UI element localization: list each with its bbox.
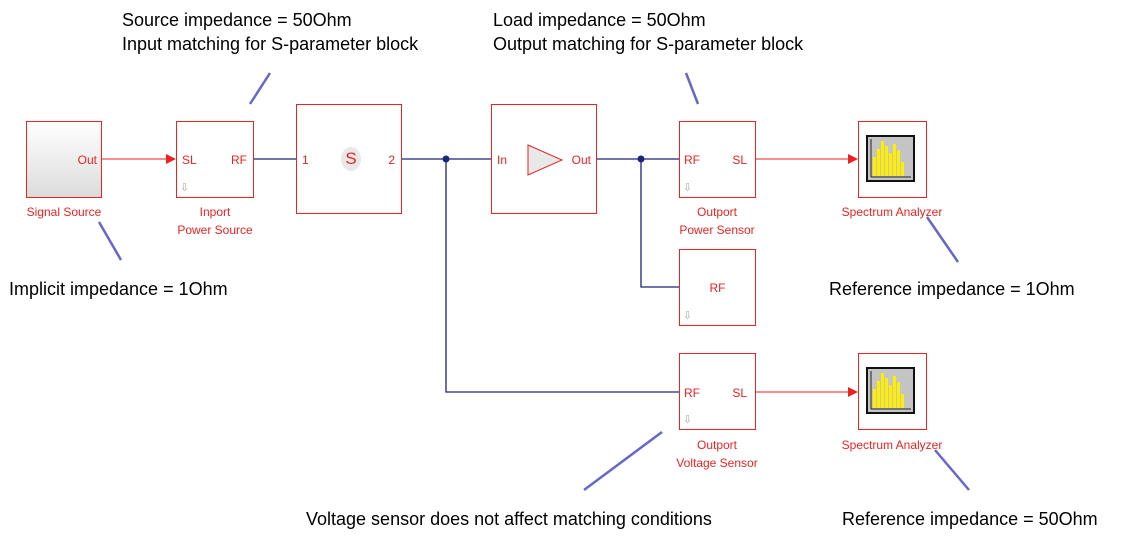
s-parameter-icon: S	[341, 147, 361, 171]
inport-label-line2: Power Source	[177, 223, 253, 237]
amplifier-block[interactable]: In Out	[491, 104, 597, 214]
inport-label-line1: Inport	[199, 205, 231, 219]
wire-branch-to-terminator[interactable]	[640, 159, 679, 288]
port-rf: RF	[231, 153, 247, 167]
outport-power-sensor-label: Outport Power Sensor	[657, 203, 777, 239]
amplifier-triangle-icon	[527, 144, 564, 176]
reference-impedance-note-2: Reference impedance = 50Ohm	[842, 509, 1098, 529]
source-impedance-note: Source impedance = 50Ohm Input matching …	[122, 8, 418, 56]
spectrum-bars-icon	[870, 371, 911, 410]
spectrum-analyzer-block-1[interactable]	[858, 121, 927, 198]
spectrum-analyzer-label-1: Spectrum Analyzer	[841, 205, 943, 219]
port-sl: SL	[732, 386, 747, 400]
wire-branch-to-voltage-sensor[interactable]	[445, 159, 679, 393]
load-impedance-note: Load impedance = 50Ohm Output matching f…	[493, 8, 803, 56]
arrow-voltage-sensor-to-spectrum2	[848, 387, 858, 397]
s-parameter-block[interactable]: 1 2 S	[296, 104, 402, 214]
source-note-line2: Input matching for S-parameter block	[122, 34, 419, 54]
port-out: Out	[571, 153, 591, 167]
outport-voltage-label-line2: Voltage Sensor	[676, 456, 758, 470]
down-arrow-icon: ⇩	[683, 414, 693, 426]
port-in: In	[497, 153, 508, 167]
outport-voltage-label-line1: Outport	[696, 438, 738, 452]
pointer-reference1-note	[925, 216, 960, 263]
port-rf: RF	[684, 386, 700, 400]
port-out: Out	[77, 153, 97, 167]
spectrum-analyzer-label-2: Spectrum Analyzer	[841, 438, 943, 452]
implicit-impedance-note: Implicit impedance = 1Ohm	[9, 279, 228, 299]
inport-label: Inport Power Source	[155, 203, 275, 239]
outport-power-label-line2: Power Sensor	[679, 223, 755, 237]
outport-power-sensor-block[interactable]: RF SL ⇩	[679, 121, 756, 198]
scope-screen	[866, 367, 915, 414]
pointer-implicit-note	[97, 221, 123, 261]
down-arrow-icon: ⇩	[683, 310, 693, 322]
load-note-line2: Output matching for S-parameter block	[493, 34, 804, 54]
arrow-power-sensor-to-spectrum1	[848, 154, 858, 164]
voltage-sensor-note: Voltage sensor does not affect matching …	[306, 509, 712, 529]
arrow-source-to-inport	[166, 154, 176, 164]
port-2: 2	[388, 153, 395, 167]
scope-screen	[866, 135, 915, 182]
port-rf: RF	[709, 281, 726, 295]
pointer-load-note	[684, 72, 700, 105]
port-1: 1	[302, 153, 309, 167]
pointer-source-note	[248, 72, 272, 105]
junction-dot	[442, 155, 450, 163]
spectrum-analyzer-block-2[interactable]	[858, 353, 927, 430]
load-note-line1: Load impedance = 50Ohm	[493, 10, 706, 30]
inport-block[interactable]: SL RF ⇩	[176, 121, 254, 198]
down-arrow-icon: ⇩	[180, 182, 190, 194]
junction-dot	[637, 155, 645, 163]
port-sl: SL	[182, 153, 197, 167]
signal-source-block[interactable]: Out	[26, 121, 102, 198]
source-note-line1: Source impedance = 50Ohm	[122, 10, 352, 30]
outport-power-label-line1: Outport	[696, 205, 738, 219]
pointer-reference2-note	[934, 449, 970, 491]
outport-voltage-sensor-label: Outport Voltage Sensor	[657, 436, 777, 472]
down-arrow-icon: ⇩	[683, 182, 693, 194]
pointer-voltage-note	[583, 430, 663, 492]
reference-impedance-note-1: Reference impedance = 1Ohm	[829, 279, 1075, 299]
outport-voltage-sensor-block[interactable]: RF SL ⇩	[679, 353, 756, 430]
signal-source-label: Signal Source	[26, 205, 102, 219]
spectrum-bars-icon	[870, 139, 911, 178]
port-rf: RF	[684, 153, 700, 167]
port-sl: SL	[732, 153, 747, 167]
rf-terminator-block[interactable]: RF ⇩	[679, 249, 756, 326]
